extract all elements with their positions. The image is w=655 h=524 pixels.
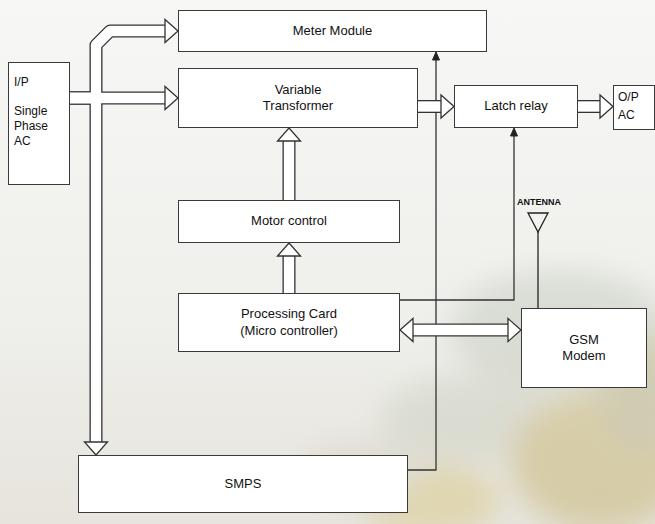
signal-line (400, 135, 514, 300)
block-arrow-fill (284, 255, 294, 293)
block-box: O/P AC (613, 85, 655, 130)
block-arrow (578, 100, 601, 113)
arrow-head (508, 319, 521, 342)
block-arrow (283, 140, 296, 200)
block-label: Single Phase AC (14, 104, 65, 149)
block-arrow (412, 324, 509, 337)
part-label: ANTENNA (517, 197, 561, 207)
connector-heads (85, 20, 614, 456)
block-label: SMPS (225, 476, 262, 492)
block-arrow (283, 255, 296, 293)
arrow-head (400, 319, 413, 342)
block-arrow-fill (418, 101, 442, 111)
block-box: Latch relay (454, 85, 578, 128)
block-box: Processing Card (Micro controller) (178, 293, 400, 352)
block-label: Latch relay (484, 98, 548, 114)
block-box: Variable Transformer (178, 68, 418, 128)
connector-outlines (70, 31, 601, 470)
arrow-head (85, 442, 108, 455)
block-box: GSM Modem (521, 308, 647, 388)
block-box: Meter Module (178, 10, 487, 52)
arrow-head (441, 95, 454, 118)
block-arrow-fill (284, 140, 294, 200)
block-label: AC (618, 108, 635, 123)
block-label: Processing Card (Micro controller) (224, 306, 354, 339)
antenna-symbol (528, 213, 548, 308)
arrow-head (165, 20, 178, 43)
block-label: GSM Modem (554, 332, 614, 365)
block-label: Meter Module (293, 23, 372, 39)
arrow-head (433, 52, 440, 60)
arrow-head (278, 243, 301, 256)
block-label: Variable Transformer (248, 82, 348, 115)
block-arrow (70, 98, 96, 443)
block-arrow-fill (412, 325, 509, 335)
arrow-head (511, 128, 518, 136)
block-label: I/P (14, 75, 29, 90)
arrow-head (165, 87, 178, 110)
block-arrow-fill (578, 101, 601, 111)
block-box: Motor control (178, 200, 400, 243)
block-arrow (418, 100, 442, 113)
block-arrow (70, 31, 166, 98)
block-label: O/P (618, 90, 639, 105)
arrow-head (278, 128, 301, 141)
block-arrow-fill (70, 31, 166, 98)
block-box: I/P Single Phase AC (8, 62, 70, 185)
block-box: SMPS (78, 455, 408, 513)
block-label: Motor control (251, 213, 327, 229)
block-arrow-fill (70, 98, 96, 443)
arrow-head (600, 95, 613, 118)
